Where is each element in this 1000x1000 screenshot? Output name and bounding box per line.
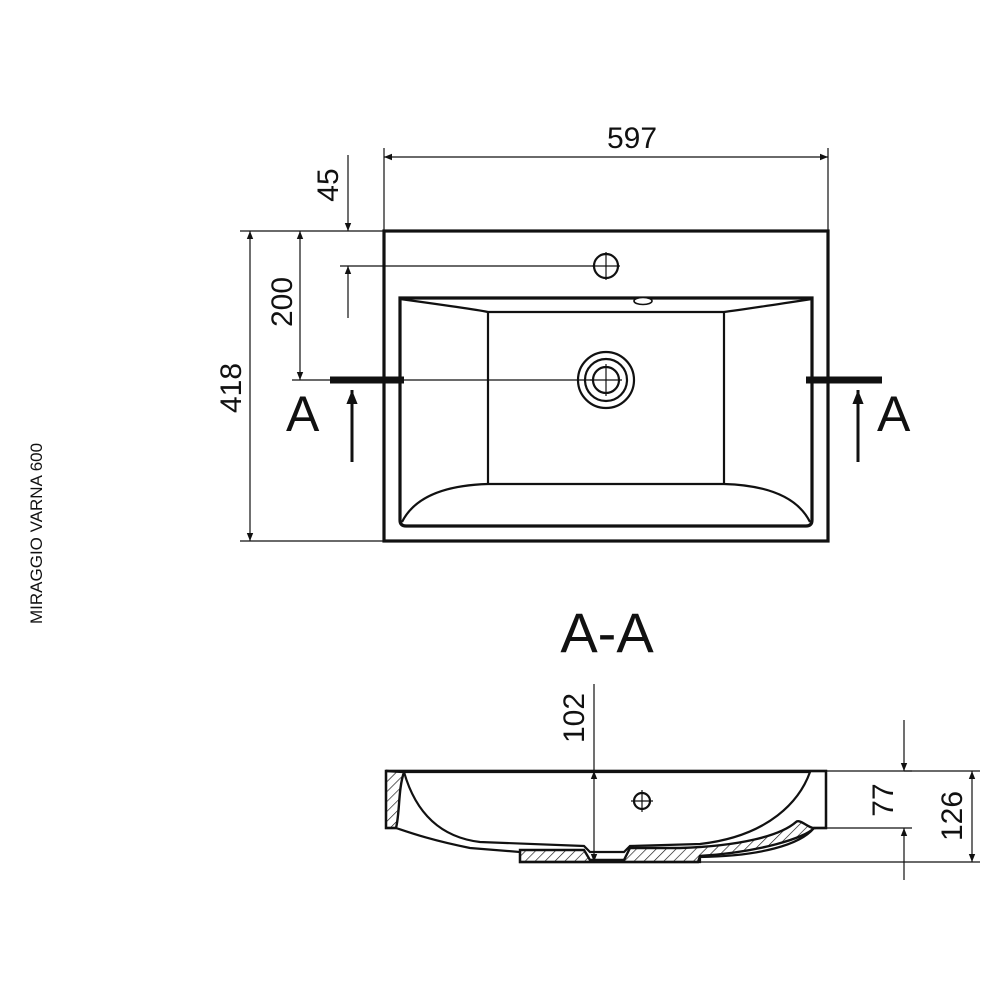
rim-height-dimension: 77 (826, 720, 912, 880)
product-label: MIRAGGIO VARNA 600 (27, 443, 46, 624)
width-dimension-value: 597 (607, 122, 657, 155)
section-title: A-A (560, 601, 654, 664)
sink-outline (382, 229, 830, 543)
section-marker-right-label: A (877, 386, 911, 442)
section-marker-left-label: A (286, 386, 320, 442)
section-offset-dimension: 200 (266, 231, 304, 380)
width-dimension: 597 (383, 122, 829, 231)
section-marker-right: A (806, 376, 911, 462)
depth-dimension: 418 (215, 230, 384, 542)
section-marker-left: A (286, 376, 404, 462)
section-offset-dimension-value: 200 (266, 277, 299, 327)
tap-hole-offset-dimension-value: 45 (312, 168, 345, 201)
section-outer-outline (384, 769, 828, 864)
basin-depth-dimension: 102 (558, 684, 598, 862)
depth-dimension-value: 418 (215, 363, 248, 413)
overall-height-dimension: 126 (700, 770, 980, 863)
section-profile (384, 769, 828, 864)
section-view: 102 77 126 (384, 684, 980, 880)
rim-height-dimension-value: 77 (867, 783, 900, 816)
basin-outline (398, 296, 814, 528)
overall-height-dimension-value: 126 (936, 791, 969, 841)
plan-view: A A 597 418 200 (215, 122, 911, 543)
section-bowl-surface (402, 770, 812, 854)
basin-front-slope (401, 482, 811, 523)
tap-hole-offset-dimension: 45 (312, 155, 352, 318)
basin-rim-top (399, 297, 813, 314)
overflow-slot (633, 296, 653, 306)
basin-depth-dimension-value: 102 (558, 693, 591, 743)
